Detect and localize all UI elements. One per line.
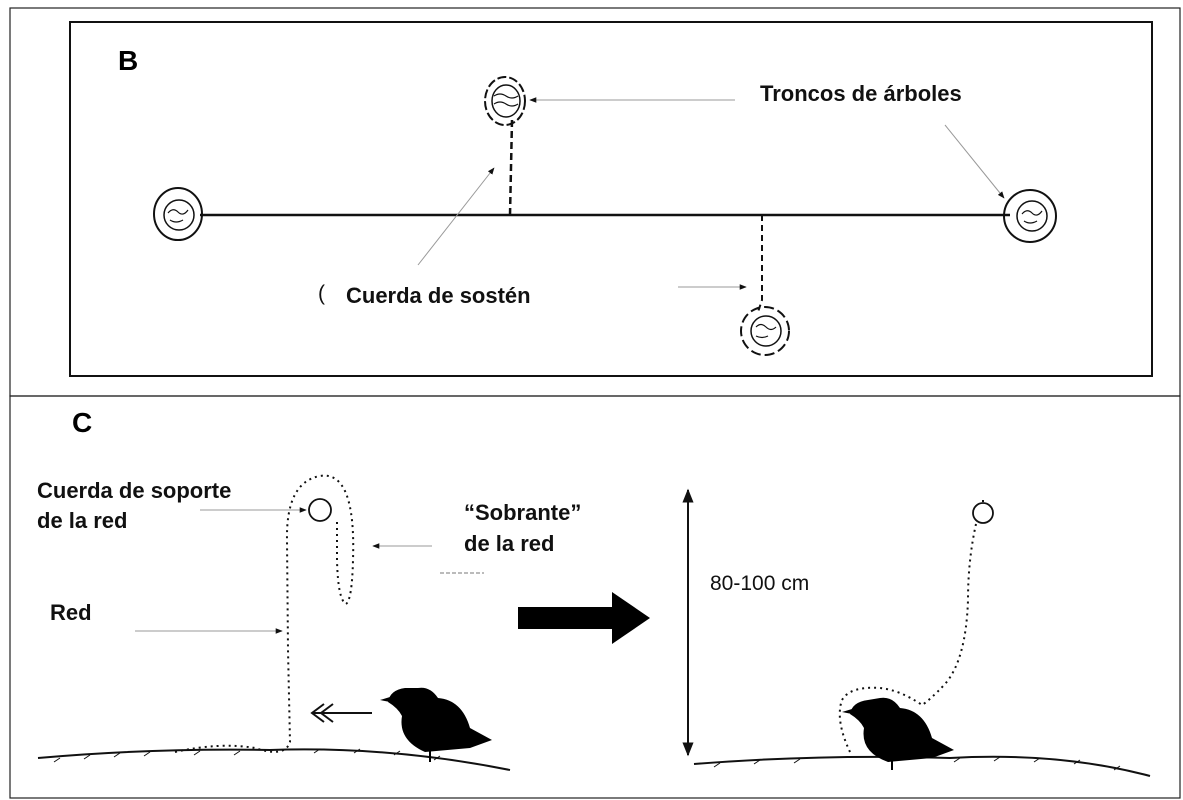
ground-left xyxy=(37,748,511,771)
label-excess-net-line2: de la red xyxy=(464,531,554,556)
tree-trunk-right-icon xyxy=(1003,189,1057,243)
panel-b-letter: B xyxy=(118,45,138,76)
label-net: Red xyxy=(50,600,92,625)
tree-trunk-top-icon xyxy=(484,76,526,126)
ground-right xyxy=(693,755,1151,777)
panel-c-frame xyxy=(9,395,1181,799)
label-support-rope: Cuerda de sostén xyxy=(346,283,531,308)
net-standing-dotted xyxy=(174,474,355,753)
label-height: 80-100 cm xyxy=(710,572,809,595)
ground-right-hatching xyxy=(713,756,1121,771)
panel-c-letter: C xyxy=(72,407,92,438)
panel-b: B xyxy=(9,7,1181,397)
panel-c: C Cuerda de soporte de la red “Sobrante”… xyxy=(9,395,1181,799)
label-tree-trunks: Troncos de árboles xyxy=(760,81,962,106)
tree-trunk-left-icon xyxy=(153,187,203,241)
arrow-to-right-trunk xyxy=(944,124,1005,199)
support-rope-circle-left xyxy=(308,498,332,522)
label-excess-net-line1: “Sobrante” xyxy=(464,500,581,525)
arrow-to-up-rope xyxy=(417,167,495,266)
bird-trapped-icon xyxy=(842,697,954,770)
stray-parenthesis-mark: ( xyxy=(318,282,325,305)
tree-trunk-bottom-icon xyxy=(740,306,790,356)
label-support-net-line1: Cuerda de soporte xyxy=(37,478,231,503)
support-rope-up xyxy=(508,119,514,216)
transition-arrow-icon xyxy=(518,592,650,644)
panel-b-inner-frame xyxy=(69,21,1153,377)
bird-walking-icon xyxy=(380,687,492,762)
support-rope-circle-right xyxy=(972,502,994,524)
support-rope-down xyxy=(757,215,763,313)
ground-left-hatching xyxy=(53,748,441,763)
movement-arrow-icon xyxy=(310,703,372,723)
label-support-net-line2: de la red xyxy=(37,508,127,533)
net-fallen-dotted xyxy=(838,500,984,753)
